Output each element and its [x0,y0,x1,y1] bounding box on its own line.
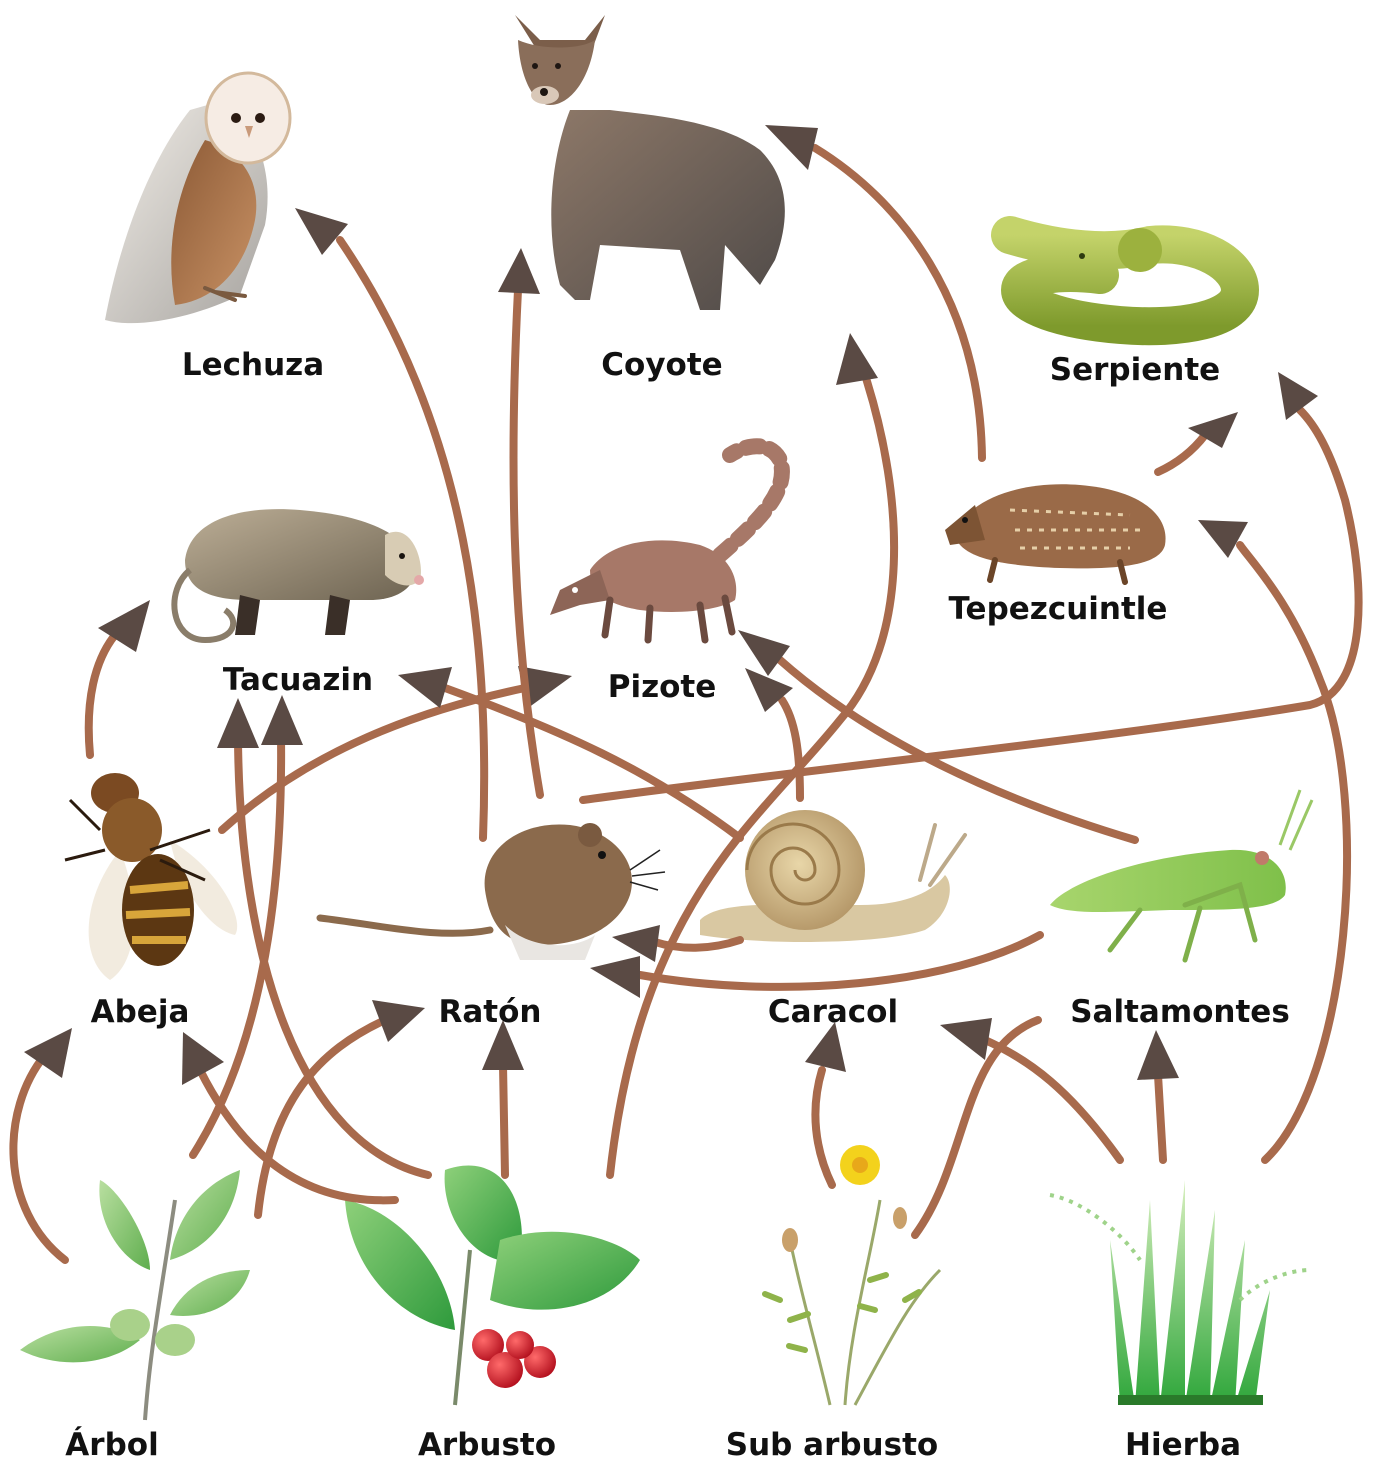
arrowhead-saltamontes-raton [590,956,640,998]
arrowhead-arbusto-coyote [836,333,878,385]
arrowhead-caracol-tacuazin [398,667,452,708]
opossum-illustration [174,509,424,640]
label-lechuza: Lechuza [182,347,324,383]
arrow-tepezcuintle-coyote [815,148,982,458]
arrowhead-hierba-caracol [940,1018,992,1060]
label-coyote: Coyote [601,347,722,383]
grasshopper-illustration [1050,790,1312,960]
snake-illustration [1010,228,1240,326]
mouse-illustration [320,823,665,960]
arrow-arbol-abeja [13,1055,65,1260]
label-raton: Ratón [439,994,542,1030]
tree-branch-illustration [20,1170,250,1420]
arrow-caracol-tacuazin [445,688,740,838]
label-hierba: Hierba [1125,1427,1241,1462]
label-abeja: Abeja [91,994,190,1030]
coyote-illustration [515,15,785,310]
label-sub-arbusto: Sub arbusto [726,1427,938,1462]
arrow-subarbusto-caracol [815,1070,832,1185]
arrow-arbusto-raton [503,1065,505,1175]
arrow-hierba-saltamontes [1158,1075,1163,1160]
label-arbol: Árbol [65,1427,158,1462]
label-tepezcuintle: Tepezcuintle [949,591,1168,627]
coati-illustration [550,446,782,640]
arrowhead-arbol-tacuazin [261,695,303,745]
paca-illustration [945,484,1166,582]
arrow-tepezcuintle-serpiente [1158,435,1205,472]
arrowhead-raton-lechuza [295,208,348,255]
bee-illustration [65,773,237,980]
label-saltamontes: Saltamontes [1070,994,1290,1030]
arrow-arbusto-tacuazin [238,740,428,1175]
arrow-arbol-raton [258,1020,385,1215]
grass-illustration [1050,1180,1310,1405]
arrow-caracol-raton [655,940,740,948]
arrow-hierba-tepezcuintle [1240,545,1347,1160]
owl-illustration [105,73,290,323]
label-pizote: Pizote [608,669,717,705]
arrowhead-raton-coyote [498,248,540,294]
arrow-saltamontes-raton [640,935,1040,987]
label-arbusto: Arbusto [418,1427,556,1462]
arrowhead-arbusto-tacuazin [217,698,259,748]
arrowhead-caracol-raton [612,925,660,962]
label-caracol: Caracol [768,994,898,1030]
arrow-hierba-caracol [985,1040,1120,1160]
subshrub-illustration [765,1145,940,1405]
arrowhead-tepezcuintle-coyote [765,125,818,170]
label-tacuazin: Tacuazin [223,662,373,698]
arrow-abeja-tacuazin [89,635,115,755]
label-serpiente: Serpiente [1050,352,1220,388]
arrowhead-hierba-saltamontes [1137,1030,1179,1080]
